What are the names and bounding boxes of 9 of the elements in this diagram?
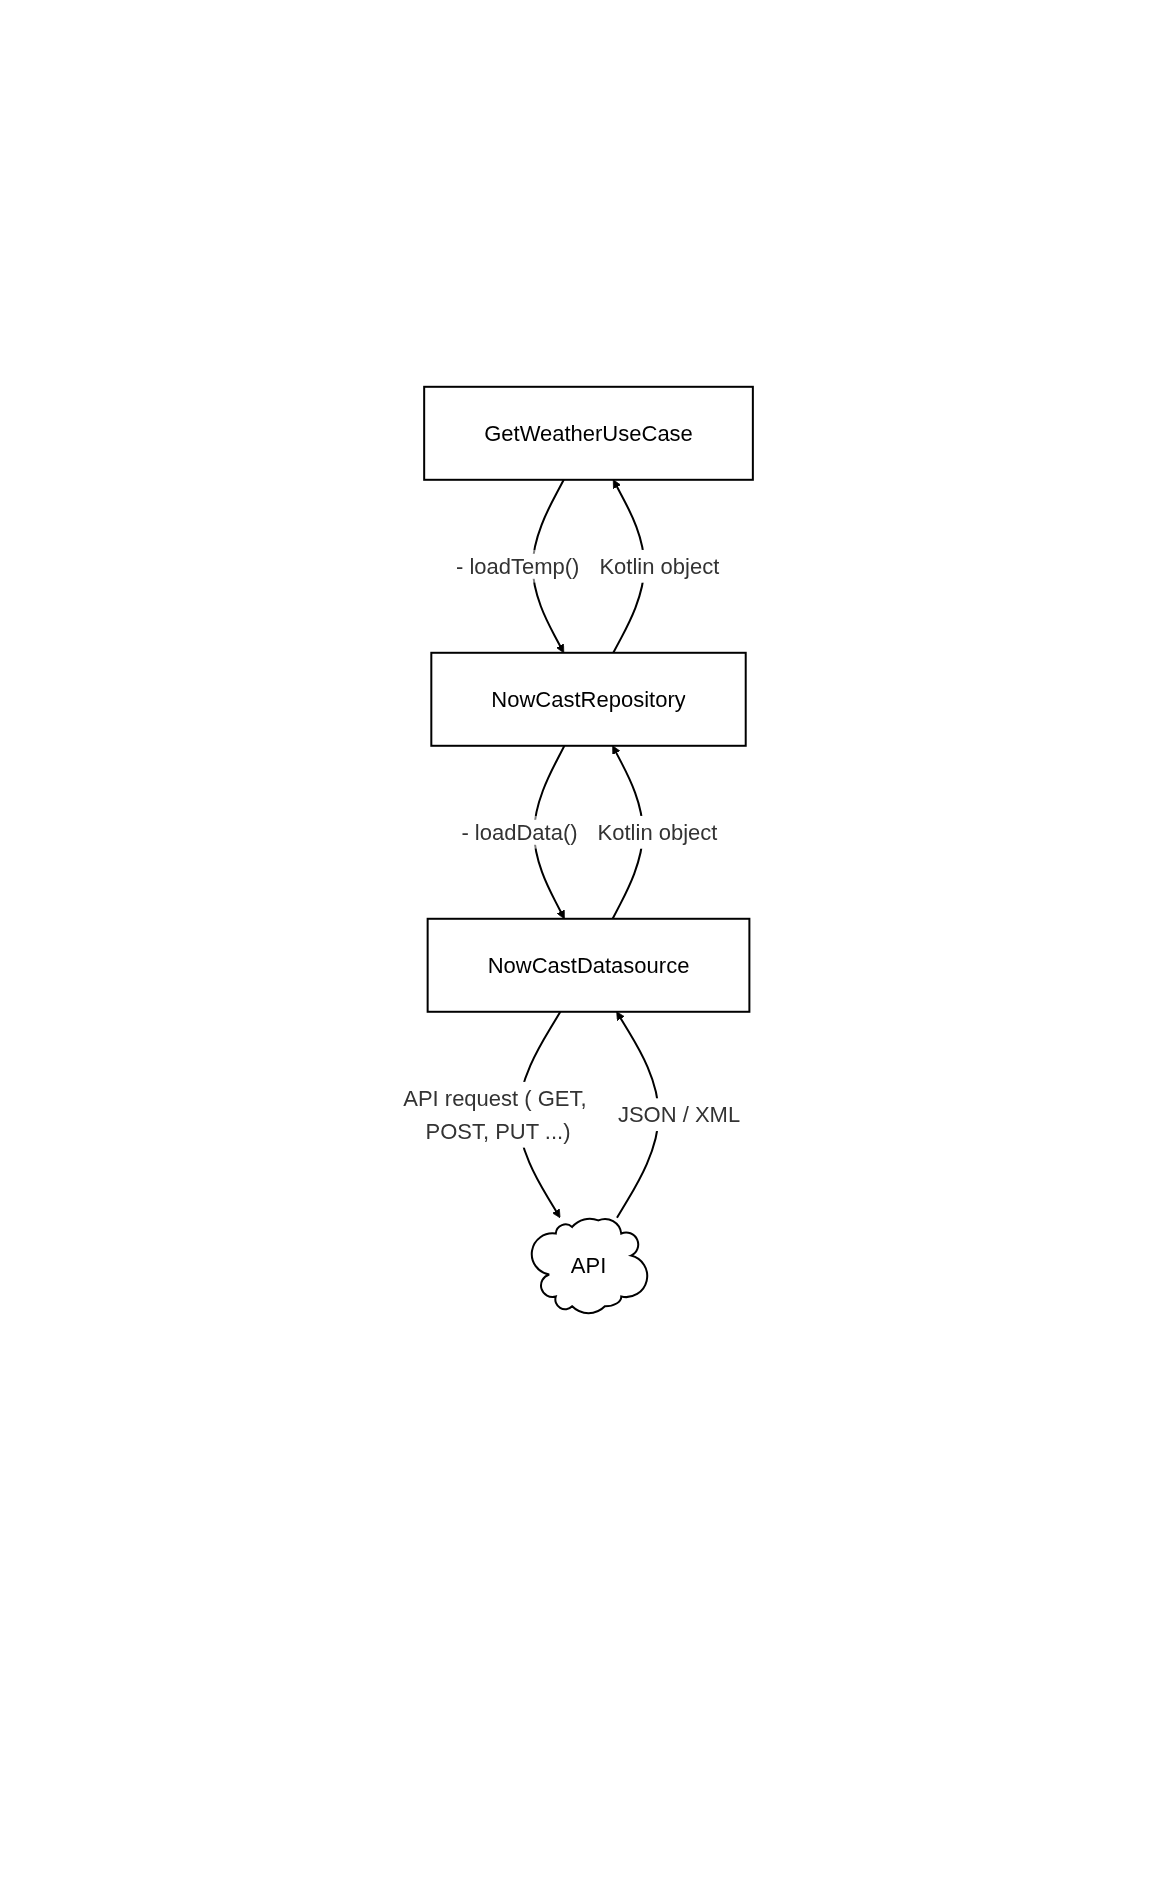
edge-label: Kotlin object <box>598 553 719 579</box>
node-box: NowCastRepository <box>429 651 747 747</box>
edge-label: JSON / XML <box>617 1102 740 1128</box>
edge-label: Kotlin object <box>597 819 718 845</box>
edge-label: API request ( GET, POST, PUT ...) <box>402 1085 587 1144</box>
edge-label: - loadData() <box>461 819 578 845</box>
node-box: NowCastDatasource <box>426 917 750 1013</box>
node-box: GetWeatherUseCase <box>422 385 754 481</box>
edge-label: - loadTemp() <box>455 553 579 579</box>
